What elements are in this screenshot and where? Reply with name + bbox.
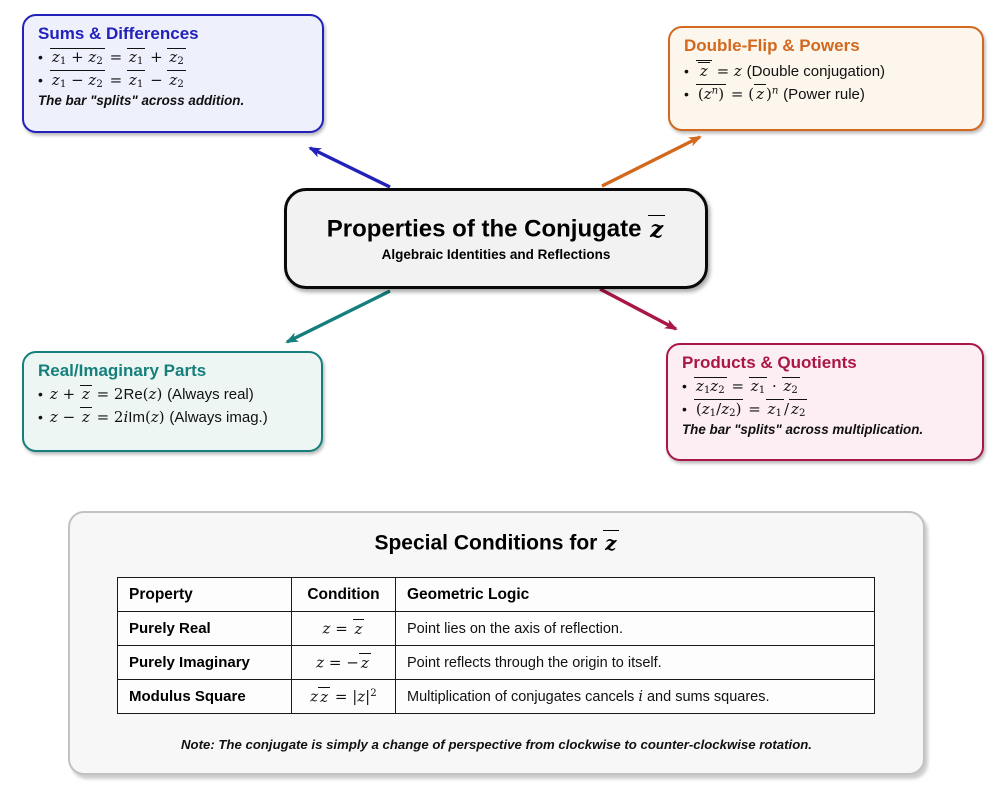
arrow-to-real-imaginary-parts bbox=[285, 289, 391, 344]
bullet-marker: • bbox=[684, 85, 689, 102]
table-row: Purely Real z = z Point lies on the axis… bbox=[117, 611, 875, 646]
node-double-flip-powers: Double-Flip & Powers • z = z (Double conj… bbox=[668, 26, 984, 131]
node-footnote: The bar "splits" across addition. bbox=[38, 92, 245, 108]
conditions-table: Property Condition Geometric Logic Purel… bbox=[117, 577, 875, 714]
special-conditions-panel: Special Conditions for z Property Condit… bbox=[68, 511, 925, 775]
col-header-property: Property bbox=[117, 577, 292, 612]
formula: z − z = 2iIm(z) (Always imag.) bbox=[49, 407, 268, 426]
formula-line: • (zn) = (z)n (Power rule) bbox=[684, 84, 968, 103]
bullet-marker: • bbox=[682, 378, 687, 395]
formula: z1z2 = z1 · z2 bbox=[693, 376, 800, 397]
bullet-marker: • bbox=[684, 63, 689, 80]
formula: z1 − z2 = z1 − z2 bbox=[49, 70, 186, 90]
condition-cell: z = −z bbox=[291, 645, 396, 680]
bullet-marker: • bbox=[38, 71, 43, 88]
col-header-condition: Condition bbox=[291, 577, 396, 612]
conjugate-symbol: z bbox=[648, 215, 666, 243]
formula: z + z = 2Re(z) (Always real) bbox=[49, 384, 254, 404]
formula-line: • z = z (Double conjugation) bbox=[684, 59, 968, 80]
table-row: Purely Imaginary z = −z Point reflects t… bbox=[117, 645, 875, 680]
formula-line: • z + z = 2Re(z) (Always real) bbox=[38, 384, 307, 404]
formula-line: • (z1/z2) = z1/z2 bbox=[682, 399, 968, 418]
formula-line: • z1 − z2 = z1 − z2 bbox=[38, 70, 308, 89]
logic-cell: Point reflects through the origin to its… bbox=[395, 645, 875, 680]
arrow-to-sums-differences bbox=[308, 146, 391, 189]
node-footnote: The bar "splits" across multiplication. bbox=[682, 421, 924, 437]
logic-cell: Multiplication of conjugates cancels i a… bbox=[395, 679, 875, 714]
arrow-to-products-quotients bbox=[599, 287, 678, 331]
node-title: Double-Flip & Powers bbox=[684, 36, 860, 55]
property-cell: Purely Real bbox=[117, 611, 292, 646]
conjugate-symbol: z bbox=[603, 530, 619, 555]
property-cell: Purely Imaginary bbox=[117, 645, 292, 680]
arrow-to-double-flip-powers bbox=[601, 135, 702, 188]
table-header-row: Property Condition Geometric Logic bbox=[117, 577, 875, 612]
bullet-marker: • bbox=[38, 49, 43, 66]
node-title: Sums & Differences bbox=[38, 24, 199, 43]
logic-cell: Point lies on the axis of reflection. bbox=[395, 611, 875, 646]
panel-title: Special Conditions for z bbox=[70, 530, 923, 556]
panel-note: Note: The conjugate is simply a change o… bbox=[181, 737, 812, 752]
formula: (z1/z2) = z1/z2 bbox=[693, 399, 808, 419]
formula: z1 + z2 = z1 + z2 bbox=[49, 47, 186, 68]
col-header-logic: Geometric Logic bbox=[395, 577, 875, 612]
diagram-title: Properties of the Conjugate z bbox=[326, 215, 666, 243]
node-sums-differences: Sums & Differences • z1 + z2 = z1 + z2 • z… bbox=[22, 14, 324, 133]
diagram-subtitle: Algebraic Identities and Reflections bbox=[381, 246, 611, 262]
formula-line: • z − z = 2iIm(z) (Always imag.) bbox=[38, 407, 307, 426]
center-node: Properties of the Conjugate z Algebraic … bbox=[284, 188, 708, 289]
diagram-title-text: Properties of the Conjugate bbox=[326, 215, 642, 243]
node-title: Real/Imaginary Parts bbox=[38, 361, 207, 380]
formula: (zn) = (z)n (Power rule) bbox=[695, 84, 865, 103]
formula-line: • z1 + z2 = z1 + z2 bbox=[38, 47, 308, 68]
node-products-quotients: Products & Quotients • z1z2 = z1 · z2 • (z… bbox=[666, 343, 984, 461]
property-cell: Modulus Square bbox=[117, 679, 292, 714]
node-real-imaginary-parts: Real/Imaginary Parts • z + z = 2Re(z) (Al… bbox=[22, 351, 323, 452]
panel-title-text: Special Conditions for bbox=[374, 531, 598, 555]
bullet-marker: • bbox=[38, 408, 43, 425]
condition-cell: z = z bbox=[291, 611, 396, 646]
formula-line: • z1z2 = z1 · z2 bbox=[682, 376, 968, 397]
bullet-marker: • bbox=[38, 386, 43, 403]
formula: z = z (Double conjugation) bbox=[695, 59, 885, 80]
node-title: Products & Quotients bbox=[682, 353, 857, 372]
bullet-marker: • bbox=[682, 400, 687, 417]
